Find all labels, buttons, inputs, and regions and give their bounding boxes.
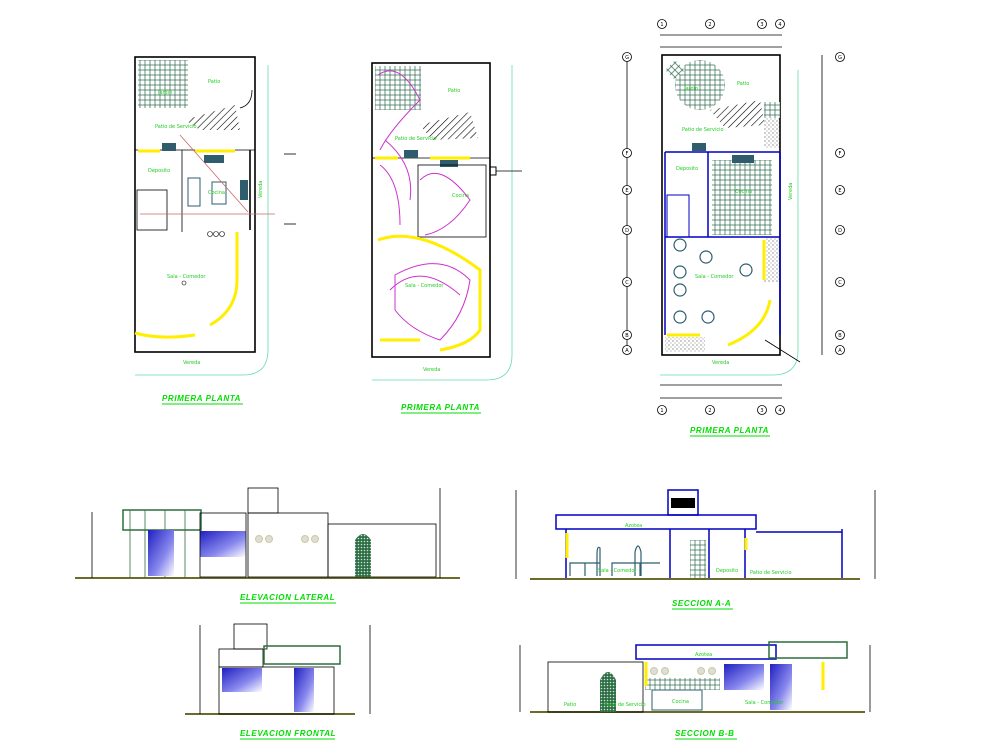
axis-row-bubble [622, 148, 632, 158]
axis-column-label: 3 [760, 408, 763, 414]
section-label-azotea: Azotea [695, 652, 712, 658]
section-b-b: Azotea Patio Patio de Servicio Cocina Sa… [519, 641, 871, 740]
axis-row-bubble [622, 52, 632, 62]
axis-row-label: E [838, 188, 841, 194]
room-label-vereda-side: Vereda [788, 183, 794, 200]
section-label-patio-servicio: Patio de Servicio [604, 702, 646, 708]
section-label-sala: Sala - Comedor [745, 700, 784, 706]
axis-row-label: D [625, 228, 629, 234]
axis-column-label: 2 [708, 22, 711, 28]
plan-title-2: PRIMERA PLANTA [401, 403, 480, 412]
room-label-cocina: Cocina [735, 189, 752, 195]
axis-row-bubble [835, 148, 845, 158]
axis-column-label: 4 [778, 22, 781, 28]
room-label-jardin: Jardin [683, 86, 698, 92]
section-label-sala: Sala - Comedor [598, 568, 637, 574]
elevation-title-lateral: ELEVACION LATERAL [240, 593, 335, 602]
axis-row-bubble [622, 345, 632, 355]
axis-row-label: G [625, 55, 629, 61]
section-label-cocina: Cocina [672, 699, 689, 705]
axis-column-bubble [775, 405, 785, 415]
plan-title-1: PRIMERA PLANTA [162, 394, 241, 403]
axis-column-bubble [705, 405, 715, 415]
axis-row-label: C [838, 280, 842, 286]
axis-row-bubble [622, 277, 632, 287]
elevation-frontal: ELEVACION FRONTAL [185, 623, 371, 740]
axis-column-bubble [657, 19, 667, 29]
axis-row-bubble [622, 330, 632, 340]
elevation-title-frontal: ELEVACION FRONTAL [240, 729, 336, 738]
room-label-cocina: Cocina [452, 193, 469, 199]
axis-column-bubble [705, 19, 715, 29]
axis-row-bubble [835, 225, 845, 235]
axis-column-label: 3 [760, 22, 763, 28]
axis-column-label: 2 [708, 408, 711, 414]
room-label-vereda-side: Vereda [258, 181, 264, 198]
floor-plan-2: Patio Patio de Servicio Cocina Sala - Co… [371, 62, 522, 414]
axis-row-label: F [839, 151, 842, 157]
room-label-cocina: Cocina [208, 190, 225, 196]
elevation-lateral: ELEVACION LATERAL [75, 487, 460, 604]
axis-row-label: E [625, 188, 628, 194]
axis-column-label: 1 [660, 408, 663, 414]
section-label-patio-servicio: Patio de Servicio [750, 570, 792, 576]
room-label-vereda: Vereda [183, 360, 200, 366]
room-label-jardin: Jardin [157, 90, 172, 96]
section-title-a-a: SECCION A-A [672, 599, 731, 608]
plan-title-3: PRIMERA PLANTA [690, 426, 769, 435]
section-label-patio: Patio [564, 702, 576, 708]
axis-column-label: 4 [778, 408, 781, 414]
axis-row-bubble [622, 185, 632, 195]
floor-plan-1: Patio Jardin Patio de Servicio Deposito … [134, 56, 296, 405]
axis-row-label: A [838, 348, 842, 354]
room-label-sala-comedor: Sala - Comedor [695, 274, 734, 280]
axis-row-label: D [838, 228, 842, 234]
room-label-sala-comedor: Sala - Comedor [167, 274, 206, 280]
axis-row-bubble [835, 277, 845, 287]
room-label-patio: Patio [448, 88, 460, 94]
room-label-vereda: Vereda [712, 360, 729, 366]
section-label-deposito: Deposito [716, 568, 738, 574]
floor-plan-3: Patio Jardin Patio de Servicio Deposito … [622, 19, 845, 437]
room-label-patio: Patio [208, 79, 220, 85]
room-label-patio-servicio: Patio de Servicio [682, 127, 724, 133]
section-title-b-b: SECCION B-B [675, 729, 735, 738]
axis-row-bubble [835, 52, 845, 62]
axis-column-bubble [775, 19, 785, 29]
section-label-azotea: Azotea [625, 523, 642, 529]
axis-column-bubble [757, 405, 767, 415]
section-a-a: Azotea Sala - Comedor Deposito Patio de … [515, 489, 876, 610]
room-label-patio-servicio: Patio de Servicio [155, 124, 197, 130]
room-label-deposito: Deposito [148, 168, 170, 174]
room-label-deposito: Deposito [676, 166, 698, 172]
axis-column-bubble [757, 19, 767, 29]
axis-row-label: G [838, 55, 842, 61]
axis-row-bubble [835, 345, 845, 355]
room-label-vereda: Vereda [423, 367, 440, 373]
axis-row-label: A [625, 348, 629, 354]
room-label-sala-comedor: Sala - Comedor [405, 283, 444, 289]
axis-row-bubble [835, 330, 845, 340]
axis-row-bubble [835, 185, 845, 195]
axis-row-bubble [622, 225, 632, 235]
axis-row-label: F [626, 151, 629, 157]
axis-row-label: C [625, 280, 629, 286]
room-label-patio-servicio: Patio de Servicio [395, 136, 437, 142]
axis-row-label: B [838, 333, 842, 339]
room-label-patio: Patio [737, 81, 749, 87]
axis-column-bubble [657, 405, 667, 415]
axis-row-label: B [625, 333, 629, 339]
axis-column-label: 1 [660, 22, 663, 28]
